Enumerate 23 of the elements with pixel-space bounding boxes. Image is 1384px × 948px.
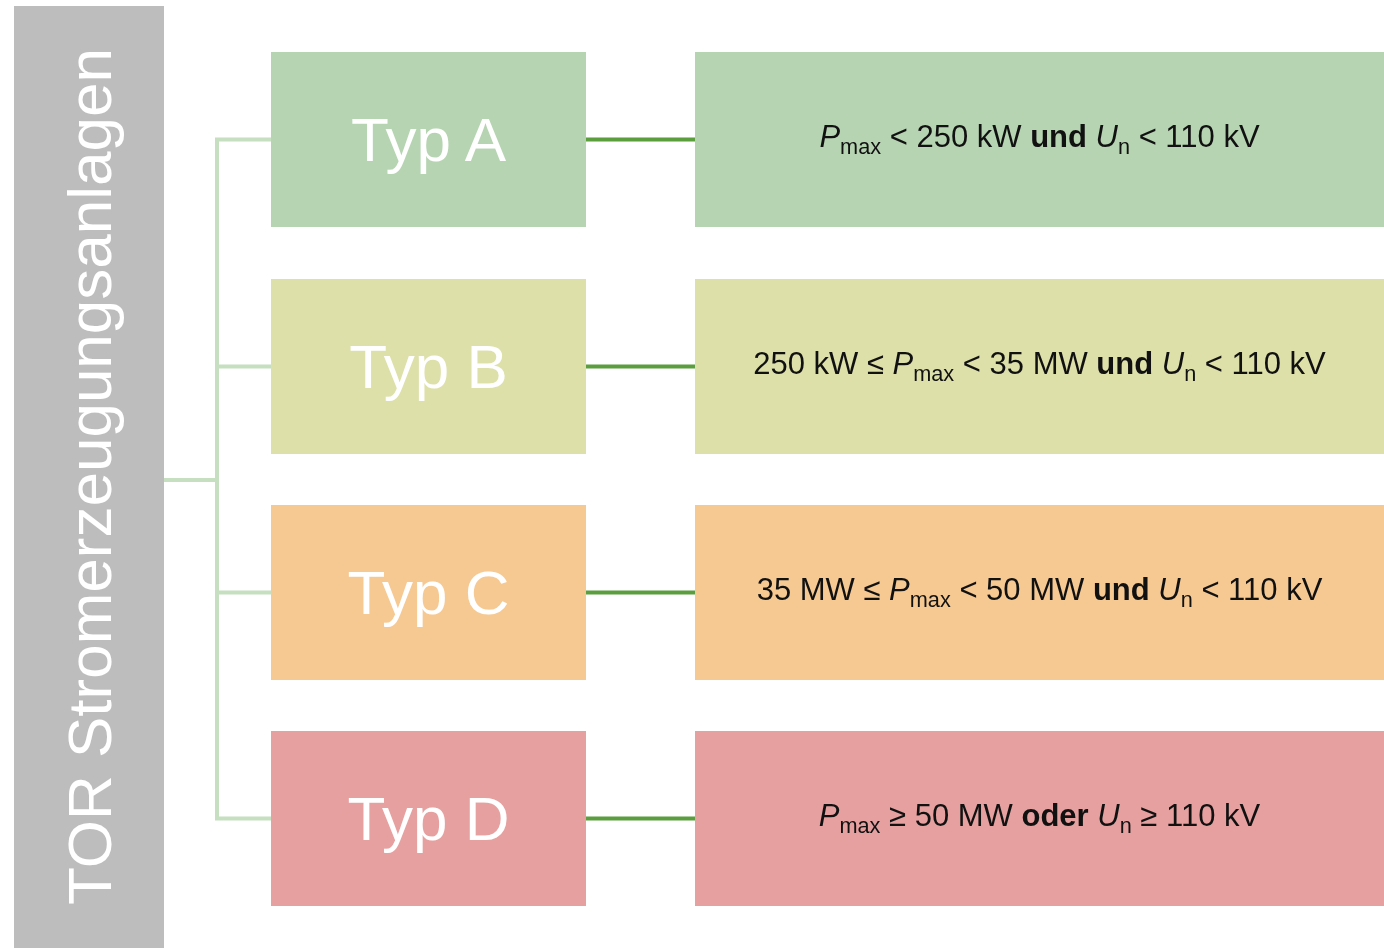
type-box [271,52,586,227]
condition-box [695,279,1384,454]
type-box [271,505,586,680]
condition-box [695,505,1384,680]
type-label: Typ C [347,557,510,628]
condition-text: P$_{max}$ ≥ 50 MW oder U$_{n}$ ≥ 110 kV [818,797,1261,840]
type-box [271,279,586,454]
type-label: Typ B [349,331,508,402]
type-label: Typ D [347,783,510,854]
bracket-line [164,478,271,821]
connector-line [586,137,695,142]
condition-box [695,52,1384,227]
connector-line [586,590,695,595]
condition-box [695,731,1384,906]
type-box [271,731,586,906]
condition-text: P$_{max}$ < 250 kW und U$_{n}$ < 110 kV [819,118,1260,161]
condition-text: 250 kW ≤ P$_{max}$ < 35 MW und U$_{n}$ < 110 kV [753,345,1326,388]
category-title: TOR Stromerzeugungsanlagen [53,48,125,906]
type-label: Typ A [350,104,507,175]
condition-text: 35 MW ≤ P$_{max}$ < 50 MW und U$_{n}$ < 110 kV [756,571,1323,614]
connector-line [586,816,695,821]
connector-line [586,364,695,369]
category-bar [14,6,164,948]
